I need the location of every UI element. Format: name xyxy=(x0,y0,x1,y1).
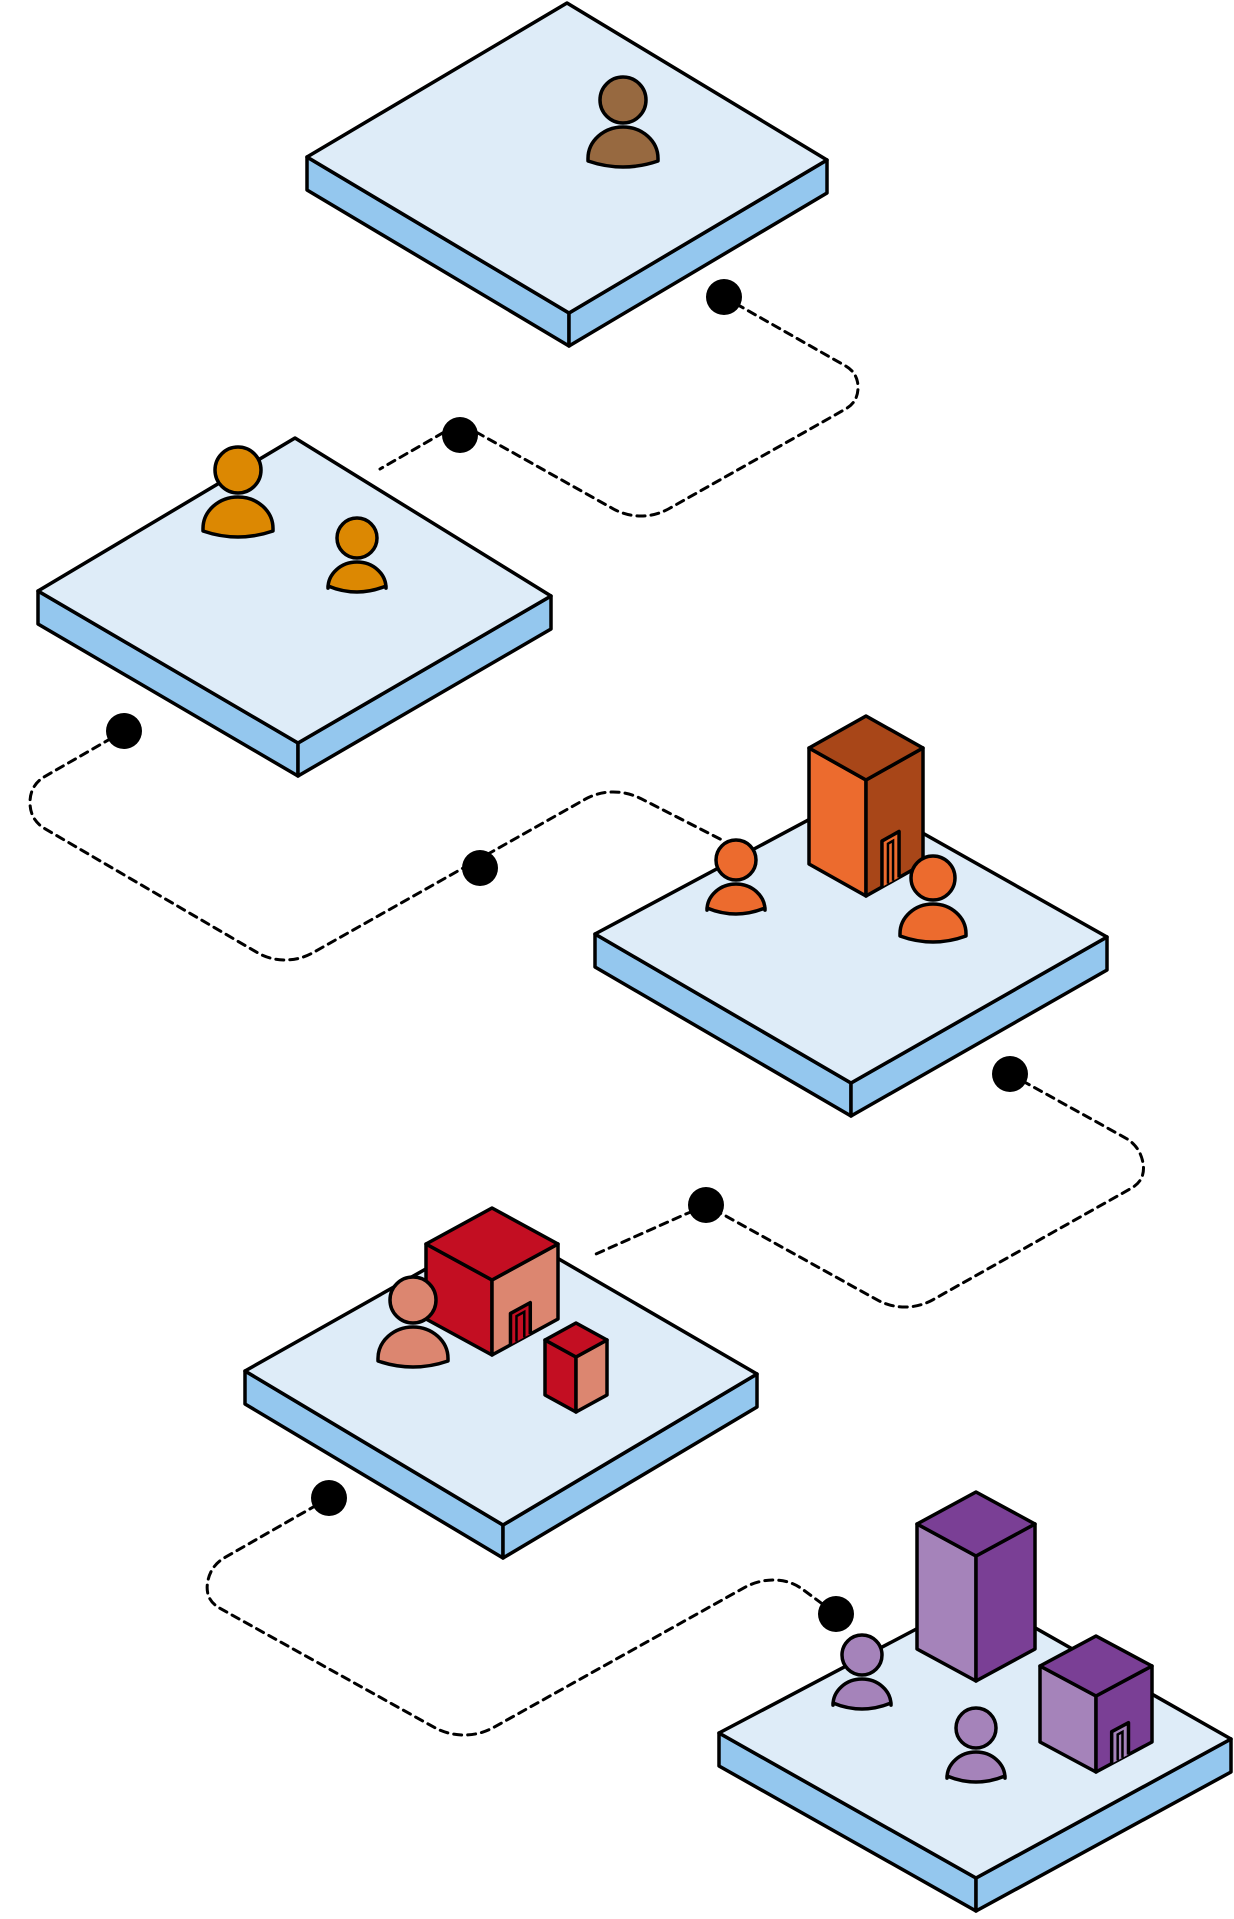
door-icon xyxy=(1109,1720,1131,1764)
person-icon xyxy=(898,854,968,944)
platforms xyxy=(36,1,1233,1913)
building-icon xyxy=(424,1206,560,1357)
person-icon xyxy=(376,1275,450,1369)
building-icon xyxy=(915,1490,1037,1683)
connector-path xyxy=(205,1496,838,1737)
platform-tile xyxy=(305,1,829,348)
connector-dot xyxy=(992,1056,1028,1092)
connector-dot xyxy=(106,713,142,749)
connector-dot xyxy=(311,1480,347,1516)
platform-tile xyxy=(243,1224,759,1560)
connector-path xyxy=(378,295,860,518)
connector-dot xyxy=(706,279,742,315)
stage-5 xyxy=(717,1490,1233,1913)
person-icon xyxy=(326,516,388,594)
door-icon xyxy=(880,829,901,888)
connector-path xyxy=(28,729,724,962)
person-icon xyxy=(705,838,767,916)
building-icon xyxy=(543,1321,609,1414)
building-icon xyxy=(807,714,925,898)
stage-3 xyxy=(593,714,1109,1118)
stage-2 xyxy=(36,436,553,778)
person-icon xyxy=(201,445,275,539)
connector-paths xyxy=(28,279,1145,1737)
stage-1 xyxy=(305,1,829,348)
person-icon xyxy=(586,75,660,169)
platform-tile xyxy=(36,436,553,778)
connector-dot xyxy=(688,1187,724,1223)
connector-dot xyxy=(462,850,498,886)
connector-dot xyxy=(818,1596,854,1632)
stage-4 xyxy=(243,1206,759,1560)
connector-path xyxy=(594,1072,1145,1309)
connector-dot xyxy=(442,417,478,453)
person-icon xyxy=(945,1706,1007,1784)
person-icon xyxy=(831,1633,893,1711)
building-icon xyxy=(1038,1634,1154,1774)
